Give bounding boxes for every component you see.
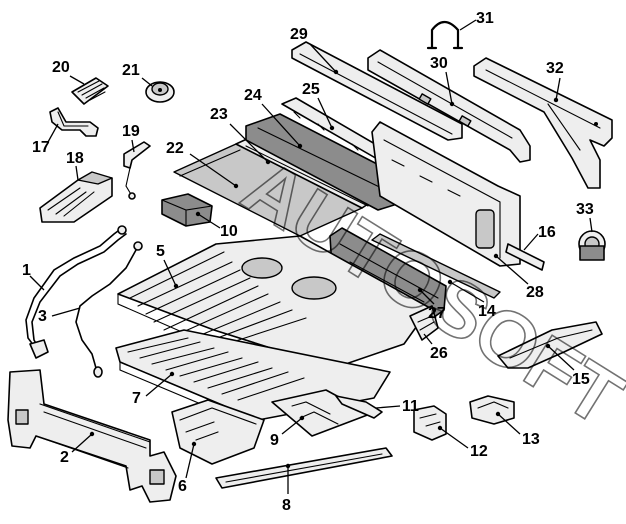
callout-16: 16	[523, 224, 556, 251]
part-5-rear-floor-upper	[117, 235, 431, 385]
callout-label-29: 29	[290, 26, 308, 43]
callout-label-33: 33	[576, 201, 594, 218]
callout-7: 7	[132, 371, 175, 407]
callout-28: 28	[493, 253, 544, 301]
callout-label-23: 23	[210, 106, 228, 123]
callout-label-11: 11	[402, 398, 419, 415]
part-15-side-member	[497, 321, 603, 369]
callout-17: 17	[32, 123, 59, 156]
callout-21: 21	[122, 62, 153, 87]
part-33-grommet	[578, 230, 606, 261]
callout-label-15: 15	[572, 371, 590, 388]
callout-13: 13	[495, 411, 540, 448]
part-29-roof-rail	[291, 41, 463, 141]
callout-32: 32	[546, 60, 564, 103]
callout-label-26: 26	[430, 345, 448, 362]
callout-33: 33	[576, 201, 594, 233]
callout-label-21: 21	[122, 62, 140, 79]
callout-22: 22	[166, 140, 239, 189]
callout-9: 9	[270, 415, 305, 449]
callout-14: 14	[447, 279, 496, 320]
callout-12: 12	[437, 425, 488, 460]
callout-23: 23	[210, 106, 271, 165]
callout-15: 15	[545, 343, 590, 388]
callout-label-16: 16	[538, 224, 556, 241]
callout-label-28: 28	[526, 284, 544, 301]
part-19-latch	[123, 141, 151, 200]
part-18-duct	[39, 171, 113, 223]
callout-label-13: 13	[522, 431, 540, 448]
callout-label-7: 7	[132, 390, 141, 407]
callout-2: 2	[60, 431, 95, 466]
callout-label-17: 17	[32, 139, 50, 156]
callout-label-12: 12	[470, 443, 488, 460]
part-12-mounting-bracket	[413, 405, 447, 441]
callout-3: 3	[38, 307, 81, 325]
callout-label-2: 2	[60, 449, 69, 466]
part-16-tailgate-strip	[505, 243, 545, 271]
callout-1: 1	[22, 262, 45, 291]
part-14-side-rail	[371, 233, 501, 299]
callout-8: 8	[282, 463, 291, 514]
callout-19: 19	[122, 123, 140, 153]
callout-24: 24	[244, 87, 303, 149]
callout-18: 18	[66, 150, 84, 181]
callout-31: 31	[459, 10, 494, 31]
part-11-bracket	[335, 395, 383, 419]
callout-label-25: 25	[302, 81, 320, 98]
callout-label-32: 32	[546, 60, 564, 77]
callout-label-22: 22	[166, 140, 184, 157]
callout-20: 20	[52, 59, 85, 85]
callout-5: 5	[156, 243, 179, 289]
callout-label-19: 19	[122, 123, 140, 140]
callout-label-31: 31	[476, 10, 494, 27]
callout-label-1: 1	[22, 262, 31, 279]
callout-30: 30	[430, 55, 455, 107]
part-6-spare-wheel-well	[171, 399, 265, 465]
callout-label-18: 18	[66, 150, 84, 167]
part-13-mounting-bracket	[469, 395, 515, 425]
part-20-grille	[71, 77, 109, 105]
part-26-tailgate-lower	[409, 305, 439, 341]
part-17-hose	[49, 107, 99, 137]
callout-label-9: 9	[270, 432, 279, 449]
callout-25: 25	[302, 81, 335, 131]
callout-layer: 20 21 17 18 19 22 23	[22, 10, 594, 514]
part-8-floor-rail	[215, 447, 393, 489]
callout-label-3: 3	[38, 308, 47, 325]
part-10-tray	[161, 193, 213, 227]
callout-label-10: 10	[220, 223, 238, 240]
callout-label-6: 6	[178, 478, 187, 495]
part-3-cable	[75, 241, 143, 378]
callout-11: 11	[375, 398, 419, 415]
part-1-brake-pipe	[25, 225, 127, 359]
callout-label-27: 27	[428, 305, 446, 322]
callout-6: 6	[178, 441, 197, 495]
callout-label-5: 5	[156, 243, 165, 260]
callout-label-14: 14	[478, 303, 496, 320]
part-21-plug	[145, 81, 175, 103]
callout-label-8: 8	[282, 497, 291, 514]
callout-29: 29	[290, 26, 339, 75]
callout-label-24: 24	[244, 87, 262, 104]
callout-26: 26	[423, 333, 448, 362]
callout-27: 27	[417, 287, 446, 322]
callout-label-30: 30	[430, 55, 448, 72]
part-31-u-bolt	[426, 20, 464, 50]
callout-10: 10	[195, 211, 238, 240]
callout-label-20: 20	[52, 59, 70, 76]
part-28-tailgate	[371, 121, 521, 267]
part-30-roof-bow	[367, 49, 531, 163]
